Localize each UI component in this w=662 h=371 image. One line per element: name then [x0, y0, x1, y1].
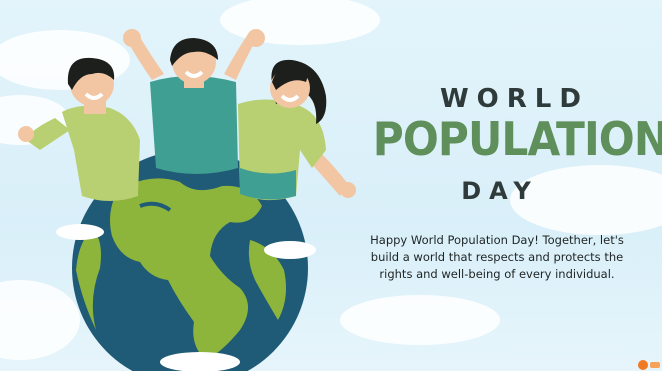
person-right [238, 59, 356, 201]
person-middle [123, 29, 265, 174]
orange-logo-icon [638, 360, 660, 370]
title-population: POPULATION [372, 112, 662, 166]
person-left [18, 57, 140, 201]
title-world: WORLD [440, 84, 589, 114]
title-day: DAY [461, 177, 539, 205]
greeting-message: Happy World Population Day! Together, le… [370, 233, 624, 281]
globe [56, 150, 316, 371]
